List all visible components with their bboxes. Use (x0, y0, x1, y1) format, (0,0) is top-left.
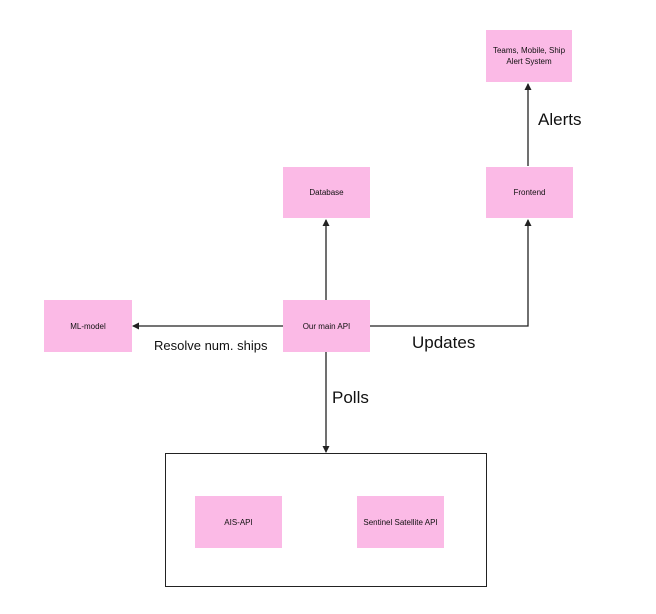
node-alert-system-label: Teams, Mobile, Ship Alert System (492, 46, 566, 66)
node-frontend-label: Frontend (513, 188, 546, 197)
node-alert-system[interactable]: Teams, Mobile, Ship Alert System (486, 30, 572, 82)
data-sources-group (165, 453, 487, 587)
node-ml-model-label: ML-model (70, 321, 106, 331)
edge-label-alerts: Alerts (538, 110, 582, 129)
node-sentinel-api[interactable]: Sentinel Satellite API (357, 496, 444, 548)
edge-label-resolve: Resolve num. ships (154, 338, 268, 353)
edge-label-updates: Updates (412, 333, 476, 352)
node-ml-model[interactable]: ML-model (44, 300, 132, 352)
node-ais-api[interactable]: AIS-API (195, 496, 282, 548)
node-main-api[interactable]: Our main API (283, 300, 370, 352)
node-database[interactable]: Database (283, 167, 370, 218)
node-main-api-label: Our main API (302, 321, 351, 331)
edge-main-to-frontend (370, 219, 532, 327)
node-ais-api-label: AIS-API (224, 517, 253, 527)
node-sentinel-api-label: Sentinel Satellite API (363, 517, 438, 527)
edge-label-polls: Polls (332, 388, 369, 407)
node-frontend[interactable]: Frontend (486, 167, 573, 218)
node-database-label: Database (309, 188, 344, 197)
